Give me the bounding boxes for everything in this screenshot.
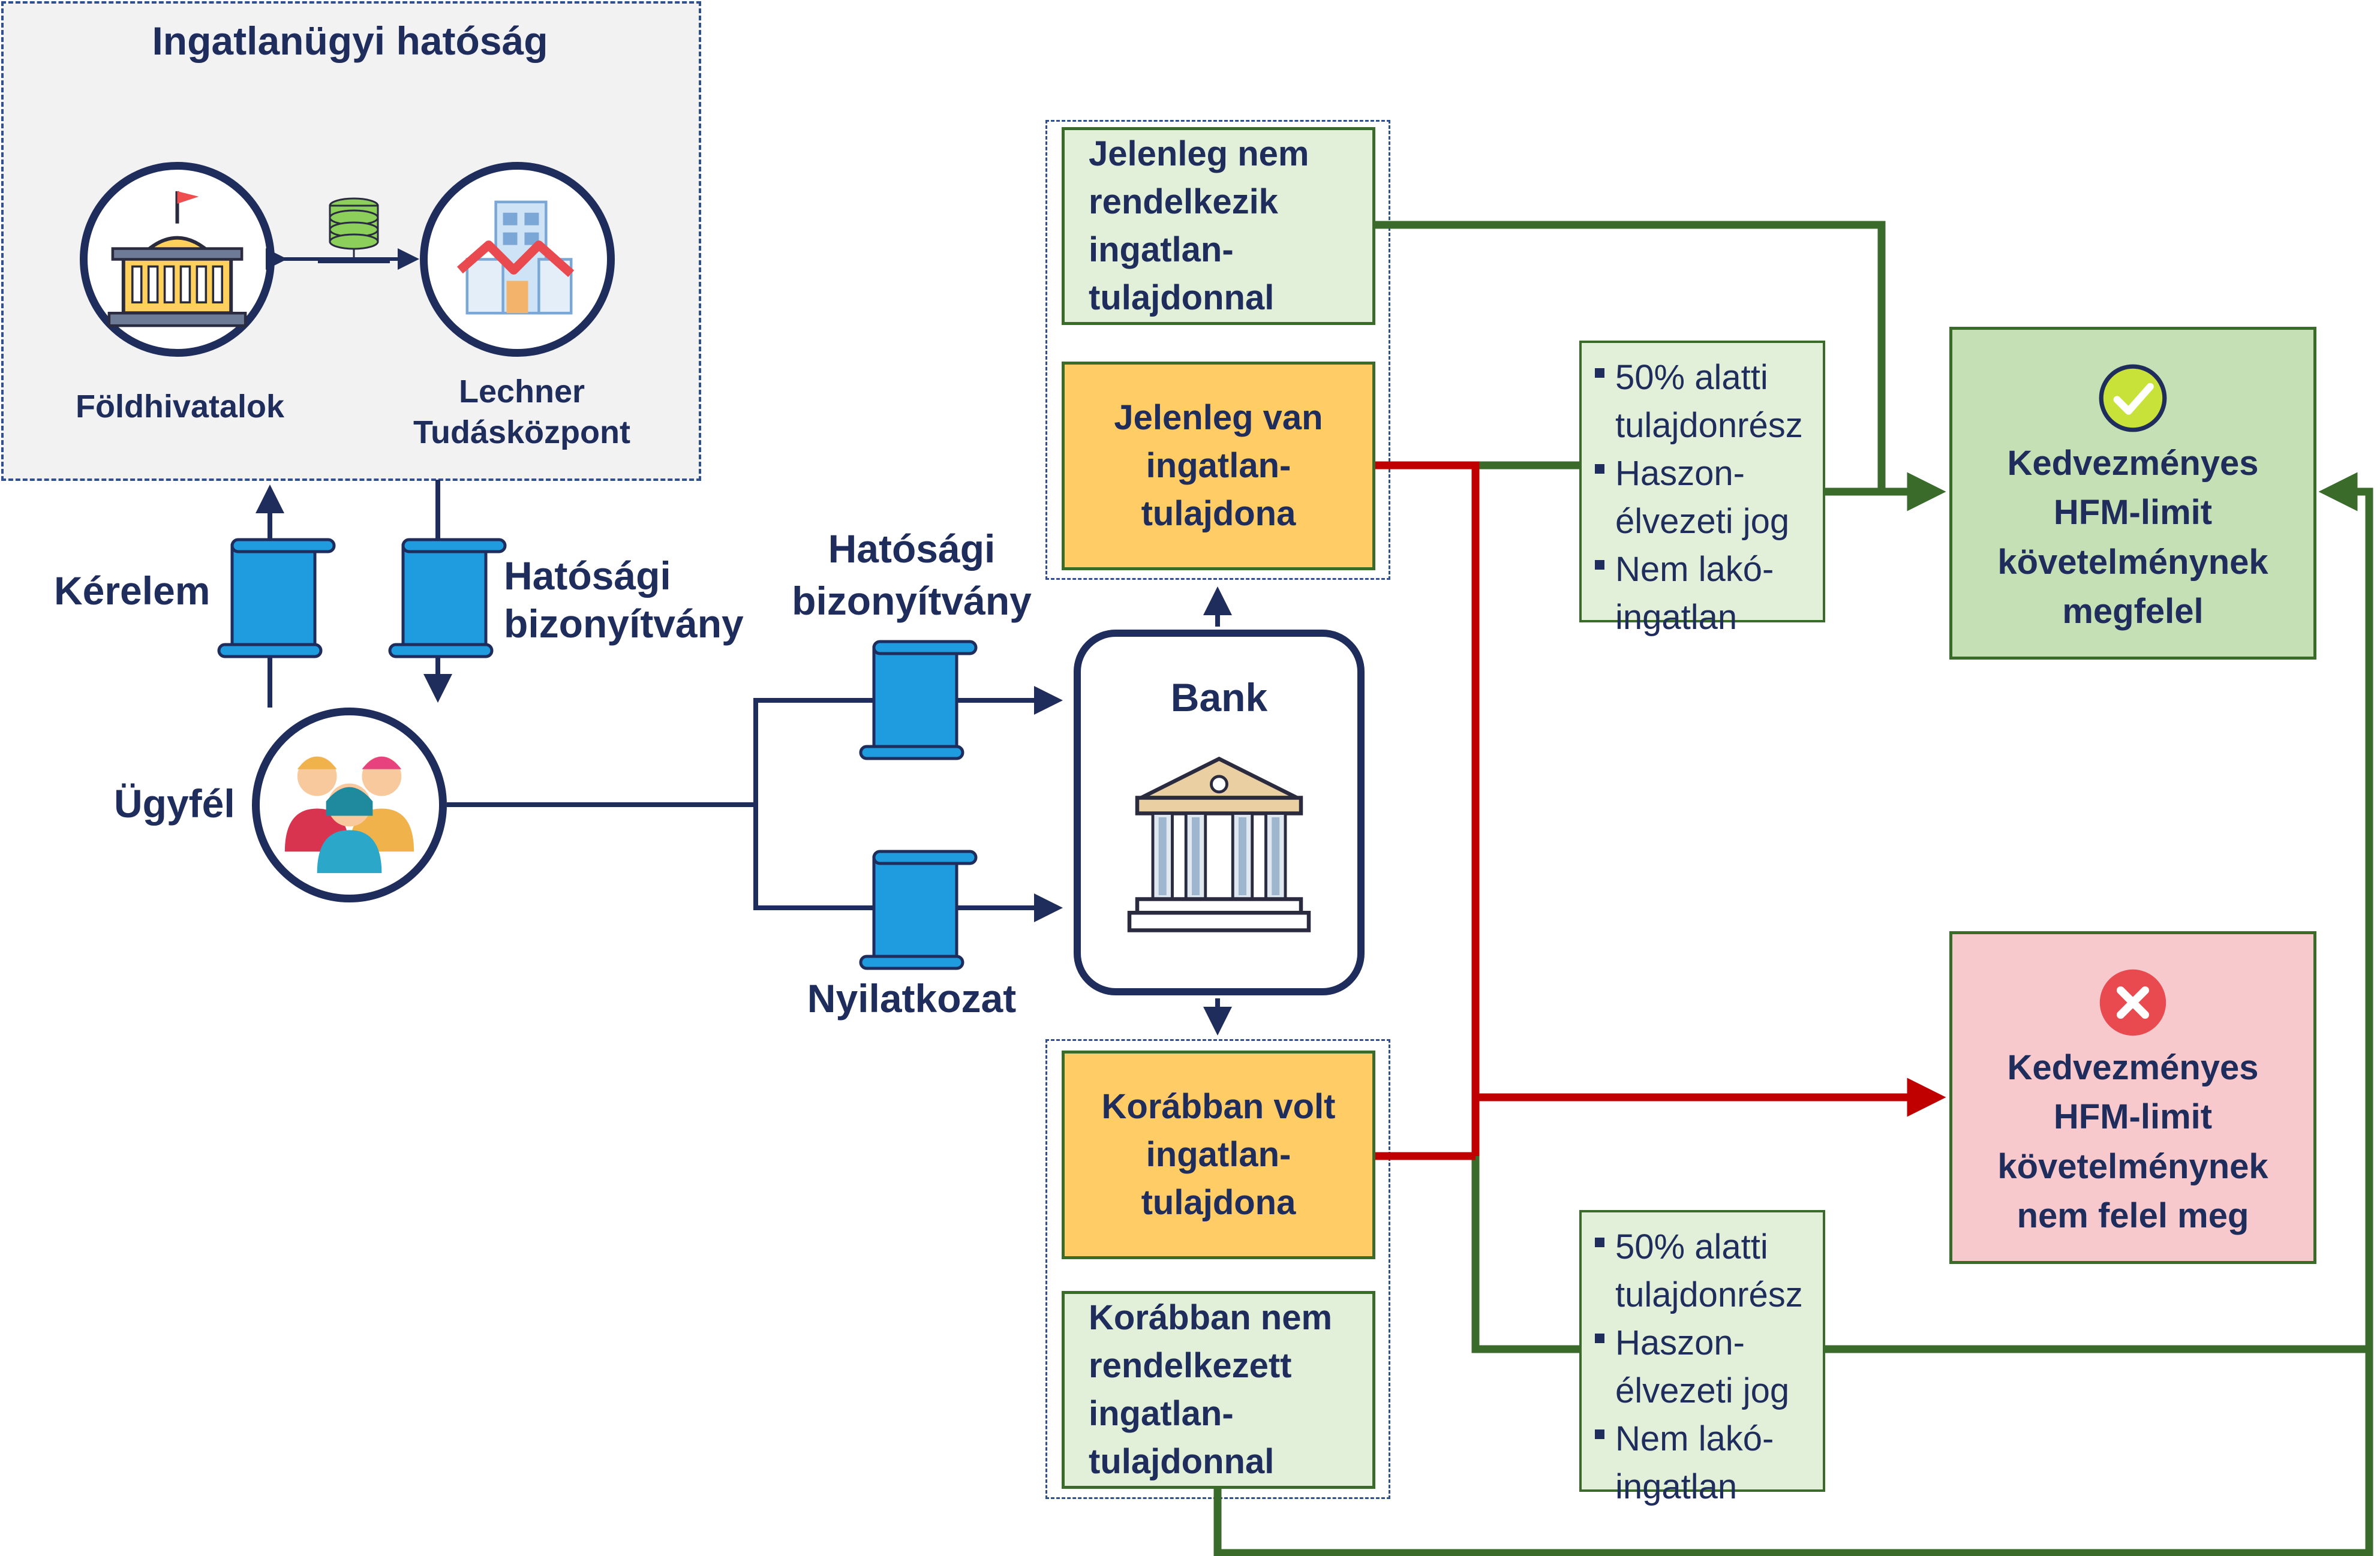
currently-none-line: Jelenleg nem [1089, 134, 1309, 173]
condition-item: Haszon-élvezeti jog [1595, 450, 1823, 546]
previously-had-line: ingatlan- [1146, 1134, 1291, 1174]
currently-has-line: Jelenleg van [1114, 398, 1323, 437]
document-scroll-icon [217, 538, 336, 658]
certificate-left-label-line2: bizonyítvány [504, 601, 744, 646]
condition-item: Nem lakó-ingatlan [1595, 1415, 1823, 1511]
currently-none-line: tulajdonnal [1089, 278, 1275, 318]
previously-none-box: Korábban nem rendelkezett ingatlan- tula… [1062, 1291, 1375, 1489]
green-flow-lower-conditions [1825, 472, 2373, 1353]
bank-label: Bank [1170, 675, 1268, 720]
previously-none-line: Korábban nem [1089, 1298, 1333, 1337]
bank-node [1074, 630, 1365, 995]
green-flow-to-lower-conditions [1471, 1156, 1579, 1353]
eligible-line: Kedvezményes [2007, 443, 2259, 483]
bank-icon [1127, 756, 1311, 932]
certificate-right-label-line2: bizonyítvány [792, 579, 1032, 623]
not-eligible-line: nem felel meg [2017, 1196, 2249, 1235]
green-flow-currently-none [1375, 221, 1886, 492]
office-building-icon [456, 200, 575, 315]
document-scroll-icon [859, 640, 978, 760]
previously-none-line: tulajdonnal [1089, 1442, 1275, 1482]
previously-had-line: tulajdona [1141, 1183, 1296, 1223]
currently-none-line: rendelkezik [1089, 182, 1278, 221]
red-flow-currently-has [1375, 461, 1480, 1156]
green-flow-previously-none [1213, 1349, 2373, 1556]
current-status-group [1045, 120, 1390, 580]
currently-none-line: ingatlan- [1089, 230, 1234, 269]
previously-none-line: rendelkezett [1089, 1346, 1292, 1385]
currently-has-line: ingatlan- [1146, 446, 1291, 485]
currently-has-line: tulajdona [1141, 494, 1296, 534]
authority-title: Ingatlanügyi hatóság [152, 19, 548, 63]
certificate-left-label-line1: Hatósági [504, 553, 671, 598]
cross-badge-icon [2099, 969, 2166, 1036]
not-eligible-result-box: Kedvezményes HFM-limit követelménynek ne… [1949, 931, 2316, 1264]
document-scroll-icon [388, 538, 507, 658]
eligible-line: megfelel [2062, 591, 2204, 631]
lechner-label-line1: Lechner [458, 374, 585, 410]
people-group-icon [284, 756, 414, 874]
declaration-label: Nyilatkozat [807, 976, 1017, 1021]
not-eligible-line: követelménynek [1997, 1146, 2268, 1186]
certificate-right-label-line1: Hatósági [828, 526, 996, 571]
previously-had-box: Korábban volt ingatlan- tulajdona [1062, 1051, 1375, 1259]
eligible-result-box: Kedvezményes HFM-limit követelménynek me… [1949, 327, 2316, 660]
lechner-node [420, 162, 615, 357]
previously-none-line: ingatlan- [1089, 1394, 1234, 1433]
request-label: Kérelem [54, 568, 211, 613]
eligible-line: követelménynek [1997, 542, 2268, 582]
eligible-line: HFM-limit [2053, 493, 2213, 532]
land-office-label: Földhivatalok [75, 389, 285, 425]
lechner-label-line2: Tudásközpont [413, 414, 630, 450]
not-eligible-line: Kedvezményes [2007, 1048, 2259, 1087]
document-scroll-icon [859, 850, 978, 970]
database-icon [318, 197, 390, 263]
government-building-icon [107, 191, 247, 327]
condition-item: Nem lakó-ingatlan [1595, 546, 1823, 642]
previously-had-line: Korábban volt [1101, 1087, 1336, 1126]
not-eligible-line: HFM-limit [2053, 1097, 2213, 1137]
currently-none-box: Jelenleg nem rendelkezik ingatlan- tulaj… [1062, 127, 1375, 325]
client-label: Ügyfél [114, 781, 235, 826]
condition-item: Haszon-élvezeti jog [1595, 1319, 1823, 1415]
check-badge-icon [2099, 364, 2167, 432]
currently-has-box: Jelenleg van ingatlan- tulajdona [1062, 362, 1375, 570]
